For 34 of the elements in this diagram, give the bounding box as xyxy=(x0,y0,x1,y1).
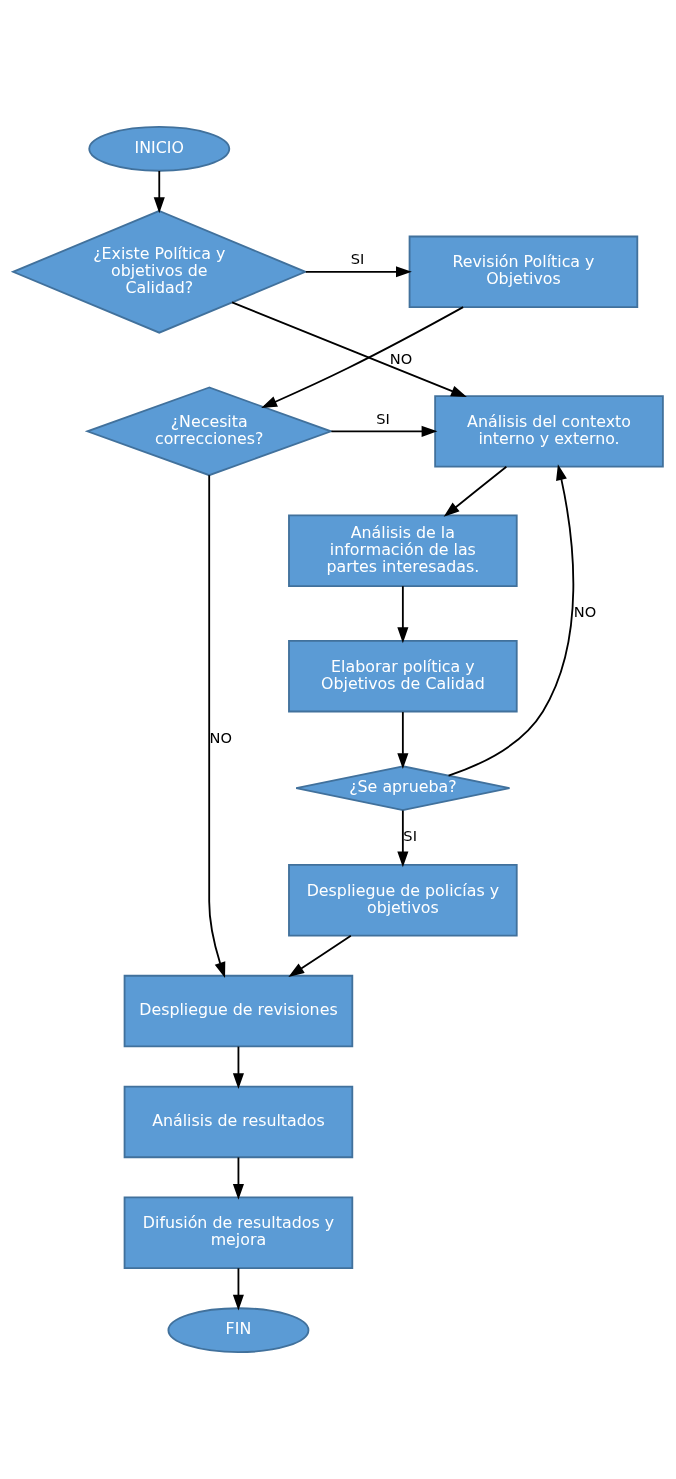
node-box: Análisis de resultados xyxy=(123,1085,354,1159)
arrow xyxy=(330,425,438,437)
edge-label: NO xyxy=(573,603,597,621)
node-ellipse: FIN xyxy=(167,1307,310,1354)
arrow xyxy=(397,809,409,868)
arrow xyxy=(304,266,412,278)
arrow xyxy=(231,301,467,398)
arrow xyxy=(208,474,226,978)
arrow xyxy=(443,465,508,517)
arrow xyxy=(447,464,575,777)
node-box: Análisis del contexto interno y externo. xyxy=(434,395,664,468)
node-box: Despliegue de policías y objetivos xyxy=(288,864,518,937)
arrow xyxy=(232,1045,244,1090)
node-box: Análisis de la información de las partes interesadas. xyxy=(288,514,518,587)
node-diamond: ¿Existe Política y objetivos de Calidad? xyxy=(10,209,308,334)
arrow xyxy=(232,1156,244,1200)
node-diamond: ¿Necesita correcciones? xyxy=(84,386,334,477)
arrow xyxy=(288,934,352,977)
node-box: Difusión de resultados y mejora xyxy=(123,1196,354,1269)
edge-label: NO xyxy=(209,728,232,746)
arrow xyxy=(261,306,465,408)
edge-label: SI xyxy=(403,827,417,845)
arrow xyxy=(397,585,409,644)
arrow xyxy=(397,711,409,770)
node-box: Despliegue de revisiones xyxy=(123,974,354,1048)
edge-label: SI xyxy=(376,409,390,427)
edge-label: SI xyxy=(350,250,365,268)
node-box: Revisión Política y Objetivos xyxy=(408,235,639,309)
node-diamond: ¿Se aprueba? xyxy=(295,765,511,812)
arrow xyxy=(232,1267,244,1311)
node-ellipse: INICIO xyxy=(88,125,231,172)
arrow xyxy=(153,170,165,214)
edge-label: NO xyxy=(389,349,413,367)
node-box: Elaborar política y Objetivos de Calidad xyxy=(288,639,518,713)
